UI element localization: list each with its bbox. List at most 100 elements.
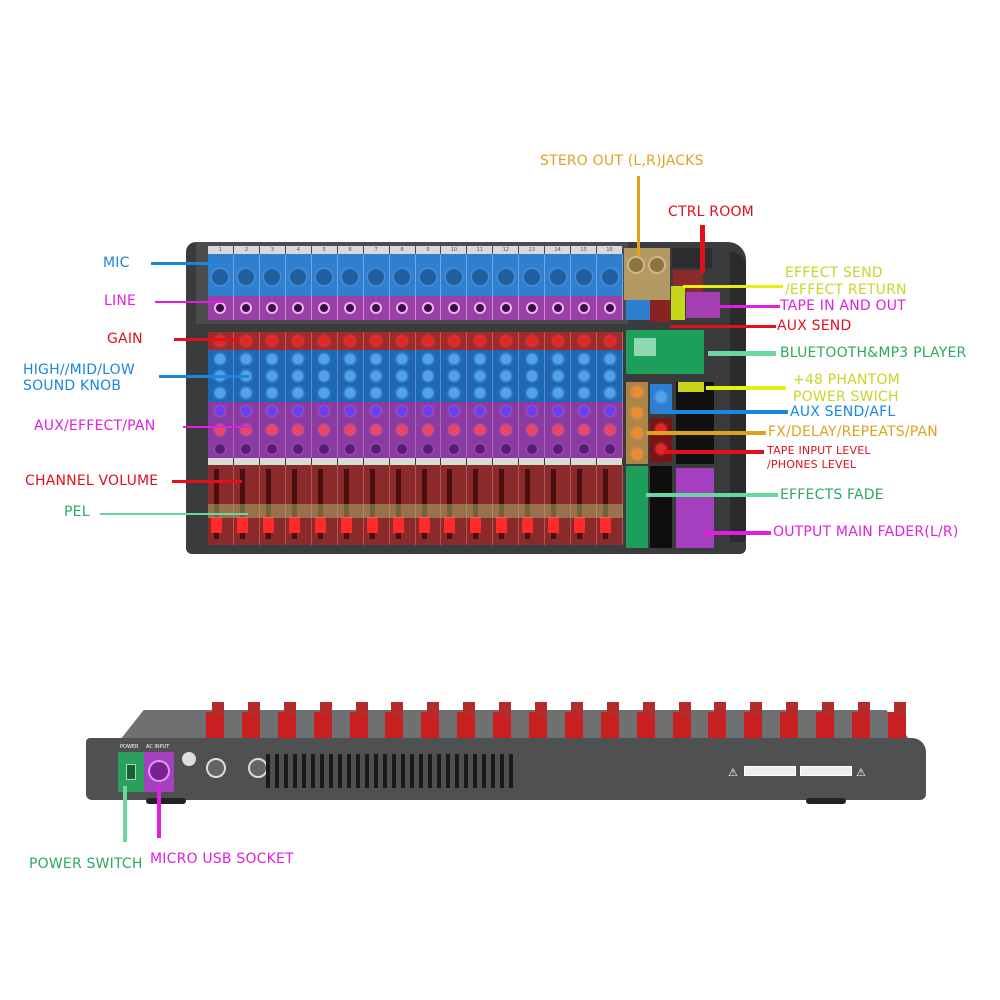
- line-input-jack[interactable]: [421, 302, 434, 314]
- eq-low-knob[interactable]: [448, 388, 459, 399]
- aux-knob[interactable]: [552, 406, 563, 417]
- eq-high-knob[interactable]: [215, 353, 226, 364]
- pan-knob[interactable]: [371, 443, 382, 454]
- ac-input-socket[interactable]: [148, 760, 170, 782]
- fader-cap[interactable]: [444, 517, 456, 533]
- pan-knob[interactable]: [552, 443, 563, 454]
- aux-knob[interactable]: [422, 406, 433, 417]
- xlr-input-jack[interactable]: [599, 267, 620, 287]
- pan-knob[interactable]: [397, 443, 408, 454]
- line-input-jack[interactable]: [499, 302, 512, 314]
- eq-low-knob[interactable]: [397, 388, 408, 399]
- eq-high-knob[interactable]: [345, 353, 356, 364]
- pan-knob[interactable]: [215, 443, 226, 454]
- pan-knob[interactable]: [241, 443, 252, 454]
- eq-mid-knob[interactable]: [422, 370, 433, 381]
- xlr-input-jack[interactable]: [469, 267, 490, 287]
- xlr-input-jack[interactable]: [573, 267, 594, 287]
- eq-high-knob[interactable]: [500, 353, 511, 364]
- eq-high-knob[interactable]: [448, 353, 459, 364]
- fader-cap[interactable]: [392, 517, 404, 533]
- aux-knob[interactable]: [215, 406, 226, 417]
- main-output-fader[interactable]: [676, 468, 714, 548]
- gain-knob[interactable]: [526, 336, 537, 346]
- aux-knob[interactable]: [604, 406, 615, 417]
- effect-knob[interactable]: [604, 424, 615, 435]
- eq-low-knob[interactable]: [371, 388, 382, 399]
- pan-knob[interactable]: [267, 443, 278, 454]
- xlr-input-jack[interactable]: [236, 267, 257, 287]
- eq-mid-knob[interactable]: [526, 370, 537, 381]
- eq-mid-knob[interactable]: [397, 370, 408, 381]
- xlr-input-jack[interactable]: [443, 267, 464, 287]
- fader-cap[interactable]: [314, 517, 326, 533]
- eq-low-knob[interactable]: [526, 388, 537, 399]
- xlr-input-jack[interactable]: [340, 267, 361, 287]
- fader-cap[interactable]: [418, 517, 430, 533]
- fader-cap[interactable]: [211, 517, 222, 533]
- eq-high-knob[interactable]: [371, 353, 382, 364]
- line-input-jack[interactable]: [551, 302, 564, 314]
- effect-knob[interactable]: [526, 424, 537, 435]
- eq-low-knob[interactable]: [241, 388, 252, 399]
- repeats-knob[interactable]: [632, 428, 642, 439]
- balanced-out-xlr-2[interactable]: [248, 758, 268, 778]
- eq-high-knob[interactable]: [267, 353, 278, 364]
- fader-cap[interactable]: [600, 517, 612, 533]
- xlr-input-jack[interactable]: [262, 267, 283, 287]
- xlr-input-jack[interactable]: [495, 267, 516, 287]
- eq-low-knob[interactable]: [293, 388, 304, 399]
- fader-cap[interactable]: [288, 517, 300, 533]
- effect-knob[interactable]: [422, 424, 433, 435]
- fader-cap[interactable]: [262, 517, 274, 533]
- eq-mid-knob[interactable]: [293, 370, 304, 381]
- eq-low-knob[interactable]: [319, 388, 330, 399]
- line-input-jack[interactable]: [240, 302, 253, 314]
- gain-knob[interactable]: [215, 336, 226, 346]
- eq-low-knob[interactable]: [500, 388, 511, 399]
- aux-knob[interactable]: [345, 406, 356, 417]
- pan-knob[interactable]: [474, 443, 485, 454]
- gain-knob[interactable]: [371, 336, 382, 346]
- eq-mid-knob[interactable]: [345, 370, 356, 381]
- effect-knob[interactable]: [371, 424, 382, 435]
- aux-knob[interactable]: [500, 406, 511, 417]
- gain-knob[interactable]: [293, 336, 304, 346]
- eq-low-knob[interactable]: [552, 388, 563, 399]
- eq-high-knob[interactable]: [526, 353, 537, 364]
- gain-knob[interactable]: [345, 336, 356, 346]
- line-input-jack[interactable]: [292, 302, 305, 314]
- line-input-jack[interactable]: [447, 302, 460, 314]
- eq-mid-knob[interactable]: [500, 370, 511, 381]
- line-input-jack[interactable]: [577, 302, 590, 314]
- line-input-jack[interactable]: [525, 302, 538, 314]
- aux-knob[interactable]: [526, 406, 537, 417]
- fader-cap[interactable]: [236, 517, 248, 533]
- gain-knob[interactable]: [319, 336, 330, 346]
- eq-low-knob[interactable]: [474, 388, 485, 399]
- aux-knob[interactable]: [319, 406, 330, 417]
- eq-low-knob[interactable]: [345, 388, 356, 399]
- eq-high-knob[interactable]: [578, 353, 589, 364]
- xlr-input-jack[interactable]: [547, 267, 568, 287]
- eq-mid-knob[interactable]: [371, 370, 382, 381]
- eq-low-knob[interactable]: [578, 388, 589, 399]
- gain-knob[interactable]: [241, 336, 252, 346]
- eq-mid-knob[interactable]: [552, 370, 563, 381]
- fader-cap[interactable]: [366, 517, 378, 533]
- eq-mid-knob[interactable]: [319, 370, 330, 381]
- xlr-input-jack[interactable]: [210, 267, 231, 287]
- xlr-input-jack[interactable]: [366, 267, 387, 287]
- effect-knob[interactable]: [448, 424, 459, 435]
- aux-knob[interactable]: [474, 406, 485, 417]
- pan-knob[interactable]: [604, 443, 615, 454]
- xlr-input-jack[interactable]: [314, 267, 335, 287]
- pan-knob[interactable]: [448, 443, 459, 454]
- eq-mid-knob[interactable]: [474, 370, 485, 381]
- fx-knob[interactable]: [632, 387, 642, 398]
- aux-knob[interactable]: [267, 406, 278, 417]
- eq-high-knob[interactable]: [241, 353, 252, 364]
- bluetooth-mp3-player[interactable]: [626, 330, 704, 374]
- xlr-input-jack[interactable]: [288, 267, 309, 287]
- aux-knob[interactable]: [371, 406, 382, 417]
